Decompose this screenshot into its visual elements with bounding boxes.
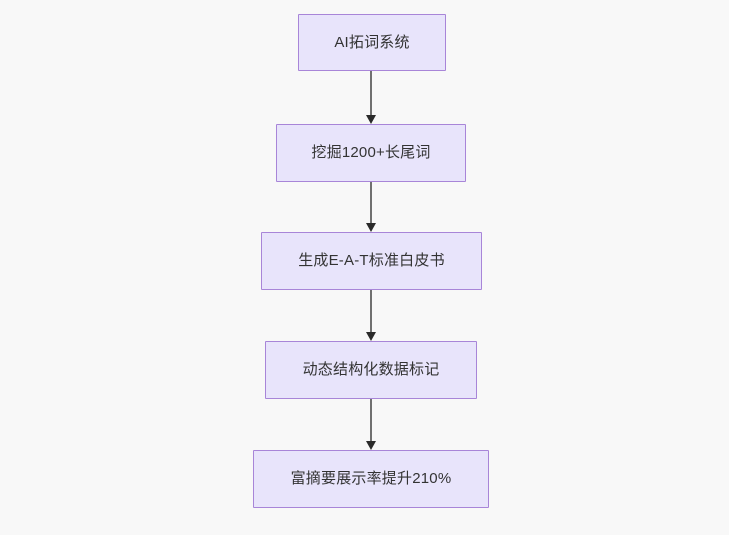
edge-line	[370, 290, 372, 333]
flow-edge-1	[365, 70, 376, 124]
flow-edge-2	[365, 181, 376, 232]
flow-edge-4	[365, 398, 376, 450]
flow-node-rich-snippet-uplift[interactable]: 富摘要展示率提升210%	[253, 450, 489, 508]
flow-node-label: 动态结构化数据标记	[302, 361, 440, 378]
edge-line	[370, 181, 372, 224]
flow-node-ai-keyword-system[interactable]: AI拓词系统	[298, 14, 446, 71]
edge-line	[370, 70, 372, 116]
flow-node-structured-data-markup[interactable]: 动态结构化数据标记	[265, 341, 477, 399]
arrowhead-icon	[365, 332, 376, 341]
edge-line	[370, 398, 372, 442]
flow-node-label: 挖掘1200+长尾词	[311, 144, 431, 161]
flow-node-label: AI拓词系统	[334, 33, 410, 51]
flow-node-label: 富摘要展示率提升210%	[290, 470, 452, 487]
flow-node-eat-whitepaper[interactable]: 生成E-A-T标准白皮书	[261, 232, 482, 290]
flow-node-label: 生成E-A-T标准白皮书	[298, 252, 445, 269]
arrowhead-icon	[365, 441, 376, 450]
flow-node-longtail-keywords[interactable]: 挖掘1200+长尾词	[276, 124, 466, 182]
flow-edge-3	[365, 290, 376, 341]
arrowhead-icon	[365, 115, 376, 124]
arrowhead-icon	[365, 223, 376, 232]
